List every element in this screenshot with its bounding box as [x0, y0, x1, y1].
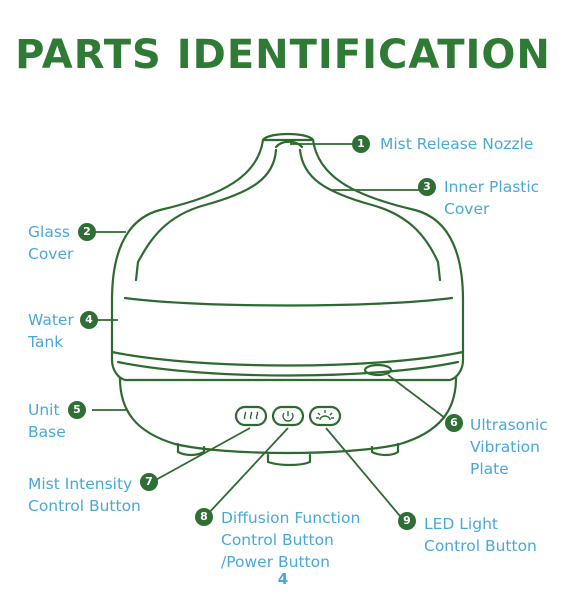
- page-title: PARTS IDENTIFICATION: [15, 32, 551, 78]
- page-number: 4: [277, 570, 289, 588]
- part-1-badge: 1: [352, 135, 370, 153]
- part-5-badge: 5: [68, 401, 86, 419]
- nozzle-opening: [274, 140, 304, 149]
- part-1-label: Mist Release Nozzle: [380, 135, 534, 153]
- part-3-badge: 3: [418, 178, 436, 196]
- part-9-badge: 9: [398, 512, 416, 530]
- part-7-badge: 7: [140, 473, 158, 491]
- part-4-badge: 4: [80, 311, 98, 329]
- part-6-badge: 6: [445, 414, 463, 432]
- part-8-badge: 8: [195, 508, 213, 526]
- part-2-badge: 2: [78, 223, 96, 241]
